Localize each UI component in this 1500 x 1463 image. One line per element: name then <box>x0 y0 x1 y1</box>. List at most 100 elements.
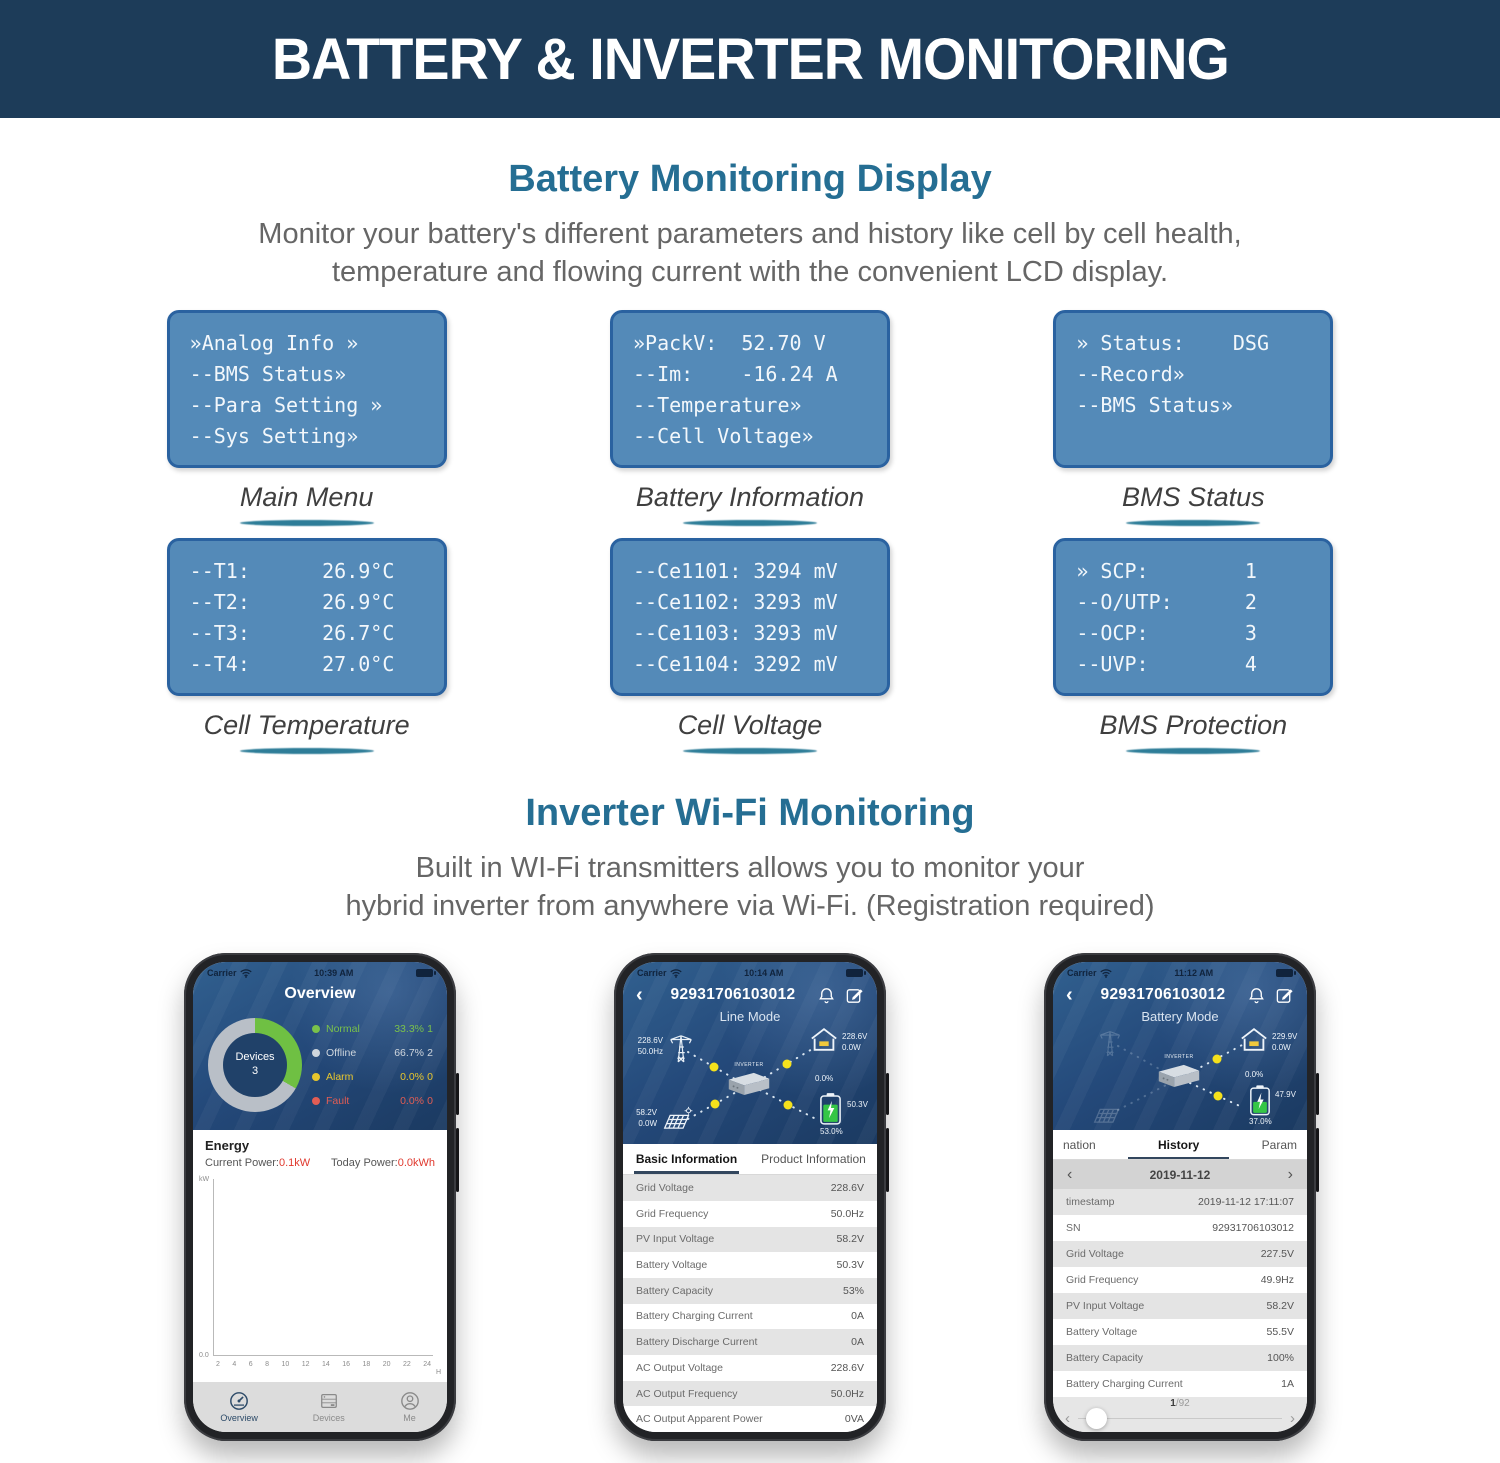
date-selector: ‹ 2019-11-12 › <box>1053 1160 1307 1190</box>
solar-panel-icon <box>663 1106 693 1129</box>
tab-history[interactable]: History <box>1128 1138 1230 1160</box>
phone-battery-mode: Carrier 11:12 AM ‹ 92931706103012 Batter… <box>1044 953 1319 1442</box>
lcd-line: --Temperature» <box>632 392 802 417</box>
tab-devices[interactable]: Devices <box>313 1391 345 1423</box>
pagination: 1/92 ‹ › <box>1053 1397 1307 1433</box>
tab-overview[interactable]: Overview <box>220 1391 258 1423</box>
legend-row-offline: Offline 66.7% 2 <box>312 1047 437 1059</box>
lcd-line: --BMS Status» <box>1076 392 1233 417</box>
clock-label: 10:14 AM <box>744 968 784 979</box>
carrier-label: Carrier <box>207 968 237 979</box>
back-button[interactable]: ‹ <box>1066 984 1073 1007</box>
lcd-cell-main-menu: »Analog Info » --BMS Status» --Para Sett… <box>166 309 447 532</box>
prev-date-button[interactable]: ‹ <box>1067 1165 1073 1183</box>
phone-side-button <box>886 1128 889 1193</box>
status-bar: Carrier 10:39 AM <box>193 962 447 978</box>
energy-values-row: Current Power:0.1kW Today Power:0.0kWh <box>205 1157 435 1170</box>
next-page-button[interactable]: › <box>1290 1409 1295 1427</box>
phone-battery-mode-screen: Carrier 11:12 AM ‹ 92931706103012 Batter… <box>1053 962 1307 1433</box>
carrier-label: Carrier <box>1067 968 1097 979</box>
phone-side-button <box>456 1128 459 1193</box>
lcd-panel-battery-information: »PackV: 52.70 V --Im: -16.24 A --Tempera… <box>609 309 890 468</box>
info-tabs: Basic Information Product Information <box>623 1144 877 1176</box>
notification-bell-icon[interactable] <box>1247 986 1266 1005</box>
edit-icon[interactable] <box>1275 986 1294 1005</box>
caption-underline <box>1126 747 1261 754</box>
wifi-icon <box>1099 968 1112 978</box>
prev-page-button[interactable]: ‹ <box>1065 1409 1070 1427</box>
body-line: Monitor your battery's different paramet… <box>258 218 1242 250</box>
lcd-caption: Cell Temperature <box>203 709 410 740</box>
solar-panel-icon <box>1093 1108 1120 1123</box>
edit-icon[interactable] <box>845 986 864 1005</box>
tab-me[interactable]: Me <box>400 1391 420 1423</box>
tab-basic-information[interactable]: Basic Information <box>623 1144 750 1175</box>
page-title: BATTERY & INVERTER MONITORING <box>271 26 1230 92</box>
clock-label: 11:12 AM <box>1174 968 1214 979</box>
lcd-line: --UVP: 4 <box>1076 651 1257 676</box>
body-line: hybrid inverter from anywhere via Wi-Fi.… <box>345 889 1155 922</box>
tab-information-partial[interactable]: nation <box>1063 1137 1096 1152</box>
caption-underline <box>682 747 817 754</box>
slider-knob[interactable] <box>1086 1407 1107 1429</box>
tab-parameters-partial[interactable]: Param <box>1261 1137 1297 1152</box>
battery-percent-label: 53.0% <box>820 1127 843 1137</box>
devices-icon <box>320 1394 337 1409</box>
wifi-icon <box>239 968 252 978</box>
slider-track[interactable] <box>1078 1407 1282 1429</box>
body-line: Built in WI-Fi transmitters allows you t… <box>415 851 1085 884</box>
lcd-cell-bms-protection: » SCP: 1 --O/UTP: 2 --OCP: 3 --UVP: 4 BM… <box>1053 537 1334 760</box>
next-date-button[interactable]: › <box>1287 1165 1293 1183</box>
screen-title: Overview <box>284 985 356 1003</box>
gauge-icon <box>230 1392 249 1410</box>
inverter-block: INVERTER <box>1152 1054 1206 1094</box>
selected-date: 2019-11-12 <box>1149 1167 1211 1182</box>
flow-lines <box>687 1047 815 1121</box>
lcd-panel-cell-voltage: --Ce1101: 3294 mV --Ce1102: 3293 mV --Ce… <box>609 537 890 696</box>
battery-icon <box>820 1093 841 1125</box>
lcd-line: --Ce1102: 3293 mV <box>632 589 838 614</box>
status-bar: Carrier 10:14 AM <box>623 962 877 978</box>
notification-bell-icon[interactable] <box>817 986 836 1005</box>
section-heading-wifi-monitoring: Inverter Wi-Fi Monitoring <box>525 791 975 834</box>
lcd-cell-battery-information: »PackV: 52.70 V --Im: -16.24 A --Tempera… <box>609 309 890 532</box>
y-axis-unit: kW <box>199 1176 210 1184</box>
lcd-panel-bms-protection: » SCP: 1 --O/UTP: 2 --OCP: 3 --UVP: 4 <box>1053 537 1334 696</box>
battery-voltage-label: 47.9V <box>1275 1090 1296 1100</box>
banner: BATTERY & INVERTER MONITORING <box>0 0 1500 118</box>
back-button[interactable]: ‹ <box>636 984 643 1007</box>
lcd-line: --Ce1103: 3293 mV <box>632 620 838 645</box>
device-serial-title: 92931706103012 <box>670 986 796 1004</box>
line-mode-header-panel: Carrier 10:14 AM ‹ 92931706103012 Line M… <box>623 962 877 1145</box>
battery-status-icon <box>846 969 866 978</box>
inverter-icon <box>1158 1064 1200 1088</box>
legend-row-alarm: Alarm 0.0% 0 <box>312 1071 437 1083</box>
current-power-value: 0.1kW <box>278 1157 311 1170</box>
caption-underline <box>239 747 374 754</box>
page-indicator: 1/92 <box>1170 1397 1190 1409</box>
mode-label: Battery Mode <box>1141 1009 1219 1025</box>
bottom-tab-bar: Overview Devices Me <box>193 1382 447 1433</box>
tab-product-information[interactable]: Product Information <box>761 1152 866 1167</box>
lcd-line: --O/UTP: 2 <box>1076 589 1257 614</box>
lcd-line: »Analog Info » <box>189 330 359 355</box>
phone-line-mode-screen: Carrier 10:14 AM ‹ 92931706103012 Line M… <box>623 962 877 1433</box>
lcd-line: --T4: 27.0°C <box>189 651 395 676</box>
lcd-line: --T1: 26.9°C <box>189 558 395 583</box>
grid-tower-icon <box>1099 1031 1121 1057</box>
